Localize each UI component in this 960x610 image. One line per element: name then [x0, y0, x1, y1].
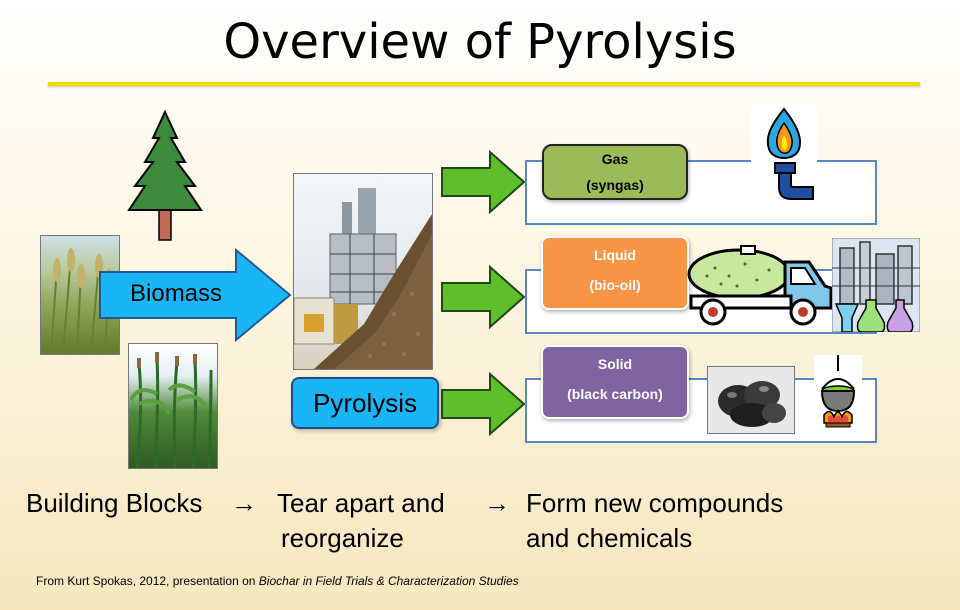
form-new-text-line1: Form new compounds: [526, 488, 784, 518]
liquid-pill: Liquid (bio-oil): [541, 236, 689, 310]
solid-pill: Solid (black carbon): [541, 345, 689, 419]
form-new-text-line2: and chemicals: [526, 523, 693, 553]
tree-icon: [127, 110, 203, 241]
chemical-plant-icon: [832, 238, 920, 332]
liquid-pill-line2: (bio-oil): [589, 277, 641, 293]
tear-apart-text-line2: reorganize: [281, 523, 404, 553]
green-arrow-gas: [441, 150, 526, 214]
green-arrow-liquid: [441, 265, 526, 329]
cauldron-icon: [814, 355, 862, 433]
green-arrow-solid: [441, 372, 526, 436]
footnote: From Kurt Spokas, 2012, presentation on …: [36, 574, 519, 588]
title-rule: [48, 82, 920, 86]
corn-photo: [128, 343, 218, 469]
arrow-1: →: [231, 488, 257, 518]
gas-pill-line2: (syngas): [586, 177, 644, 193]
pyrolysis-plant-photo: [293, 173, 433, 370]
footnote-prefix: From Kurt Spokas, 2012, presentation on: [36, 574, 259, 588]
arrow-2: →: [484, 488, 510, 518]
building-blocks-text: Building Blocks: [26, 488, 203, 518]
pyrolysis-label: Pyrolysis: [291, 377, 439, 429]
solid-pill-line1: Solid: [597, 356, 633, 372]
footnote-title: Biochar in Field Trials & Characterizati…: [258, 574, 519, 588]
page-title: Overview of Pyrolysis: [223, 14, 737, 70]
gas-flame-icon: [751, 103, 817, 211]
gas-pill: Gas (syngas): [542, 144, 688, 200]
tanker-truck-icon: [687, 245, 833, 326]
liquid-pill-line1: Liquid: [594, 247, 636, 263]
tear-apart-text-line1: Tear apart and: [277, 488, 445, 518]
biomass-label: Biomass: [130, 280, 223, 307]
solid-pill-line2: (black carbon): [567, 386, 663, 402]
black-carbon-photo: [707, 366, 795, 434]
biomass-arrow: [99, 248, 292, 342]
gas-pill-line1: Gas: [601, 151, 629, 167]
